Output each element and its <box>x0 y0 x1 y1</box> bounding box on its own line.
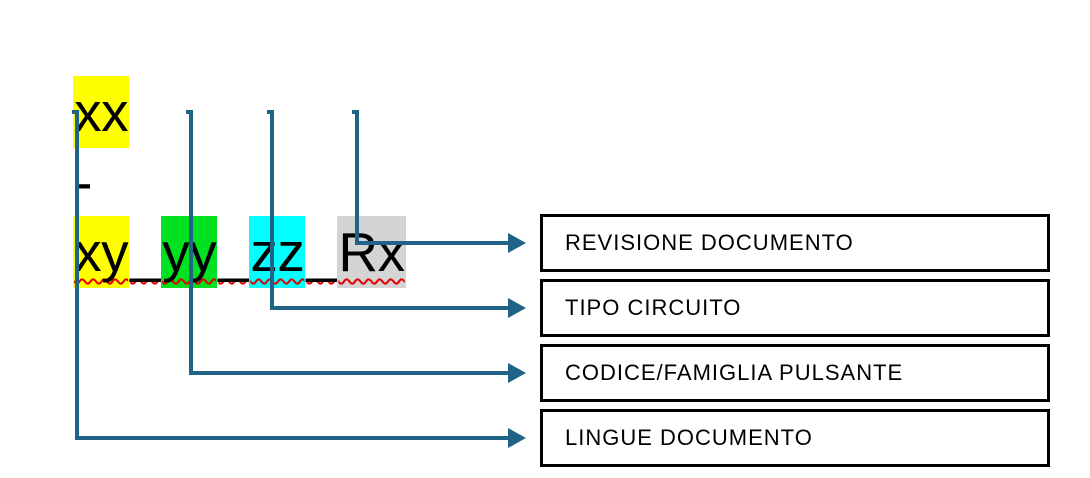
pattern-separator-underscore-3: _ <box>306 221 337 283</box>
callout-label: CODICE/FAMIGLIA PULSANTE <box>565 360 904 385</box>
pattern-segment-zz: zz <box>249 216 306 288</box>
connector-vertical-line <box>352 110 359 245</box>
connector-horizontal-line <box>189 371 508 375</box>
connector-horizontal-line <box>75 436 508 440</box>
arrowhead-icon <box>508 428 526 448</box>
arrowhead-icon <box>508 233 526 253</box>
callout-label: TIPO CIRCUITO <box>565 295 742 320</box>
pattern-separator-underscore-1: _ <box>130 221 161 283</box>
callout-label: LINGUE DOCUMENTO <box>565 425 813 450</box>
arrowhead-icon <box>508 363 526 383</box>
pattern-segment-rx: Rx <box>337 216 406 288</box>
pattern-segment-xy: xy <box>73 216 130 288</box>
pattern-separator-underscore-2: _ <box>218 221 249 283</box>
connector-vertical-line <box>186 110 193 375</box>
callout-box-revisione-documento: REVISIONE DOCUMENTO <box>540 214 1050 272</box>
arrowhead-icon <box>508 298 526 318</box>
callout-box-lingue-documento: LINGUE DOCUMENTO <box>540 409 1050 467</box>
connector-vertical-line <box>72 110 79 440</box>
connector-horizontal-line <box>270 306 508 310</box>
pattern-segment-xx: xx <box>73 76 130 148</box>
callout-box-tipo-circuito: TIPO CIRCUITO <box>540 279 1050 337</box>
filename-pattern: xx - xy_yy_zz_Rx <box>14 7 406 288</box>
connector-vertical-line <box>267 110 274 310</box>
callout-box-codice-famiglia: CODICE/FAMIGLIA PULSANTE <box>540 344 1050 402</box>
callout-label: REVISIONE DOCUMENTO <box>565 230 854 255</box>
connector-horizontal-line <box>355 241 508 245</box>
